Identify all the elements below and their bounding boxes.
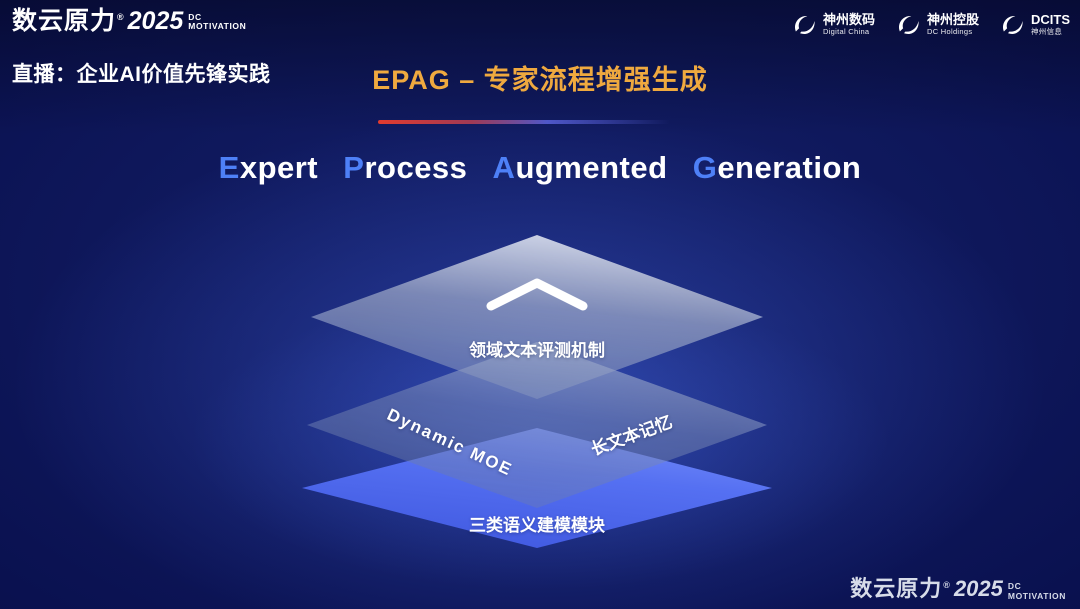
title-divider [378,120,670,124]
word-rest: rocess [364,150,468,185]
brand-logo-bottom-right: 数云原力®2025 DC MOTIVATION [850,578,1066,601]
initial-letter: E [218,150,240,185]
partner-logos: 神州数码 Digital China 神州控股 DC Holdings DCIT… [791,12,1070,38]
swoosh-icon [999,12,1025,38]
brand-sub-line2: MOTIVATION [188,21,247,32]
brand-sub-line2: MOTIVATION [1007,590,1066,601]
partner-text: DCITS 神州信息 [1031,12,1070,37]
word-expert: Expert [219,150,319,185]
chevron-up-icon [484,274,590,317]
registered-mark: ® [943,579,951,590]
brand-name: 数云原力®2025 [850,578,1003,600]
partner-text: 神州控股 DC Holdings [926,12,979,37]
partner-sub: DC Holdings [926,27,973,37]
brand-subtext: DC MOTIVATION [188,9,246,32]
word-generation: Generation [693,150,862,185]
word-rest: eneration [717,150,862,185]
live-label: 直播：企业AI价值先锋实践 [12,63,271,86]
brand-sub-line1: DC [1007,581,1022,592]
partner-name: DCITS [1031,12,1070,28]
partner-name: 神州数码 [822,12,875,28]
partner-logo-digital-china: 神州数码 Digital China [791,12,875,38]
brand-logo-top-left: 数云原力®2025 DC MOTIVATION [12,9,246,34]
initial-letter: A [492,150,516,185]
layer-top-label: 领域文本评测机制 [469,341,605,360]
partner-logo-dc-holdings: 神州控股 DC Holdings [895,12,979,38]
partner-sub: Digital China [822,27,870,37]
brand-year: 2025 [953,576,1003,602]
brand-name-text: 数云原力 [850,576,943,602]
brand-sub-line1: DC [188,12,202,22]
page-title: EPAG – 专家流程增强生成 [372,65,708,95]
swoosh-icon [791,12,817,38]
word-rest: ugmented [515,150,668,185]
partner-name: 神州控股 [926,12,979,28]
partner-text: 神州数码 Digital China [822,12,875,37]
brand-name-text: 数云原力 [12,7,117,35]
partner-logo-dcits: DCITS 神州信息 [999,12,1070,38]
initial-letter: P [343,150,365,185]
layer-bottom-label: 三类语义建模模块 [469,516,605,535]
brand-name: 数云原力®2025 [12,9,183,34]
brand-subtext: DC MOTIVATION [1008,578,1066,601]
word-rest: xpert [239,150,319,185]
brand-year: 2025 [127,7,184,35]
initial-letter: G [692,150,718,185]
registered-mark: ® [117,11,125,22]
partner-sub: 神州信息 [1031,27,1063,37]
swoosh-icon [895,12,921,38]
english-title: Expert Process Augmented Generation [0,150,1080,186]
word-process: Process [343,150,467,185]
word-augmented: Augmented [493,150,668,185]
